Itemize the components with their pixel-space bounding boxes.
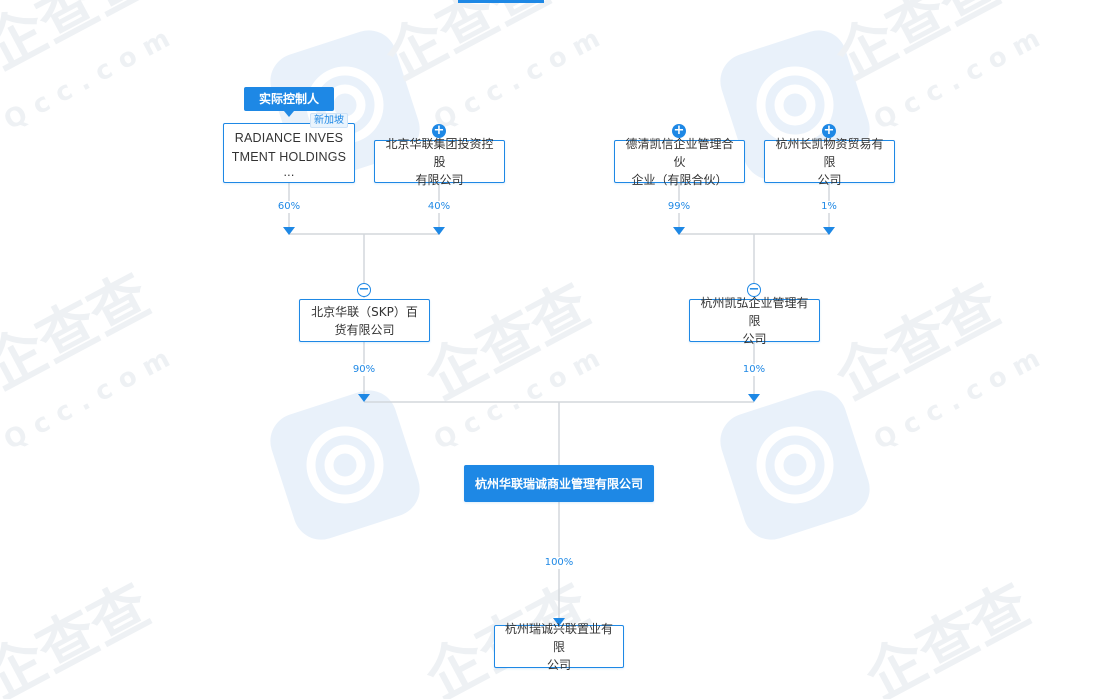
node-label-line: ... [283,165,295,179]
watermark-tile [270,390,420,540]
share-percent-label: 10% [724,364,784,376]
expand-plus-icon[interactable]: + [672,123,686,138]
subsidiary-node-hz-ruicheng[interactable]: 杭州瑞诚兴联置业有限 公司 [494,622,624,672]
shareholder-node-bj-group[interactable]: 北京华联集团投资控股 有限公司 [374,137,505,187]
node-label-line: 货有限公司 [334,322,395,337]
expand-plus-icon[interactable]: + [822,123,836,138]
arrow-down-icon [358,394,370,402]
collapse-minus-icon[interactable]: − [357,282,371,297]
shareholder-node-hz-changkai[interactable]: 杭州长凯物资贸易有限 公司 [764,137,895,187]
arrow-down-icon [283,227,295,235]
arrow-down-icon [748,394,760,402]
node-label-line: 企业（有限合伙） [631,172,728,187]
share-percent-label: 40% [409,201,469,213]
share-percent-label: 100% [529,557,589,569]
arrow-down-icon [673,227,685,235]
watermark-tile [720,390,870,540]
collapse-minus-icon[interactable]: − [747,282,761,297]
node-label-line: 杭州瑞诚兴联置业有限 [504,621,613,654]
node-label-line: RADIANCE INVES [234,131,344,145]
node-label-line: 北京华联集团投资控股 [385,136,494,169]
expand-plus-icon[interactable]: + [432,123,446,138]
node-label-line: 公司 [546,657,571,672]
share-percent-label: 1% [799,201,859,213]
node-label-line: 有限公司 [415,172,464,187]
shareholder-node-hz-kaihong[interactable]: 杭州凯弘企业管理有限 公司 [689,296,820,346]
shareholder-node-deqing[interactable]: 德清凯信企业管理合伙 企业（有限合伙） [614,137,745,187]
node-label-line: TMENT HOLDINGS [231,150,347,164]
active-tab-indicator [458,0,544,3]
shareholder-node-bj-skp[interactable]: 北京华联（SKP）百 货有限公司 [299,299,430,342]
share-percent-label: 60% [259,201,319,213]
node-label-line: 杭州长凯物资贸易有限 [775,136,884,169]
target-company-node[interactable]: 杭州华联瑞诚商业管理有限公司 [464,465,654,502]
arrow-down-icon [553,618,565,626]
share-percent-label: 99% [649,201,709,213]
node-label-line: 杭州华联瑞诚商业管理有限公司 [474,476,643,491]
node-label-line: 公司 [742,331,767,346]
tag-pointer [284,111,294,117]
share-percent-label: 90% [334,364,394,376]
country-badge: 新加坡 [310,113,348,128]
node-label-line: 公司 [817,172,842,187]
node-label-line: 德清凯信企业管理合伙 [625,136,734,169]
actual-controller-tag: 实际控制人 [244,87,334,111]
arrow-down-icon [823,227,835,235]
arrow-down-icon [433,227,445,235]
node-label-line: 北京华联（SKP）百 [311,304,418,319]
shareholder-node-radiance[interactable]: RADIANCE INVES TMENT HOLDINGS ... [223,123,355,183]
node-label-line: 杭州凯弘企业管理有限 [700,295,809,328]
